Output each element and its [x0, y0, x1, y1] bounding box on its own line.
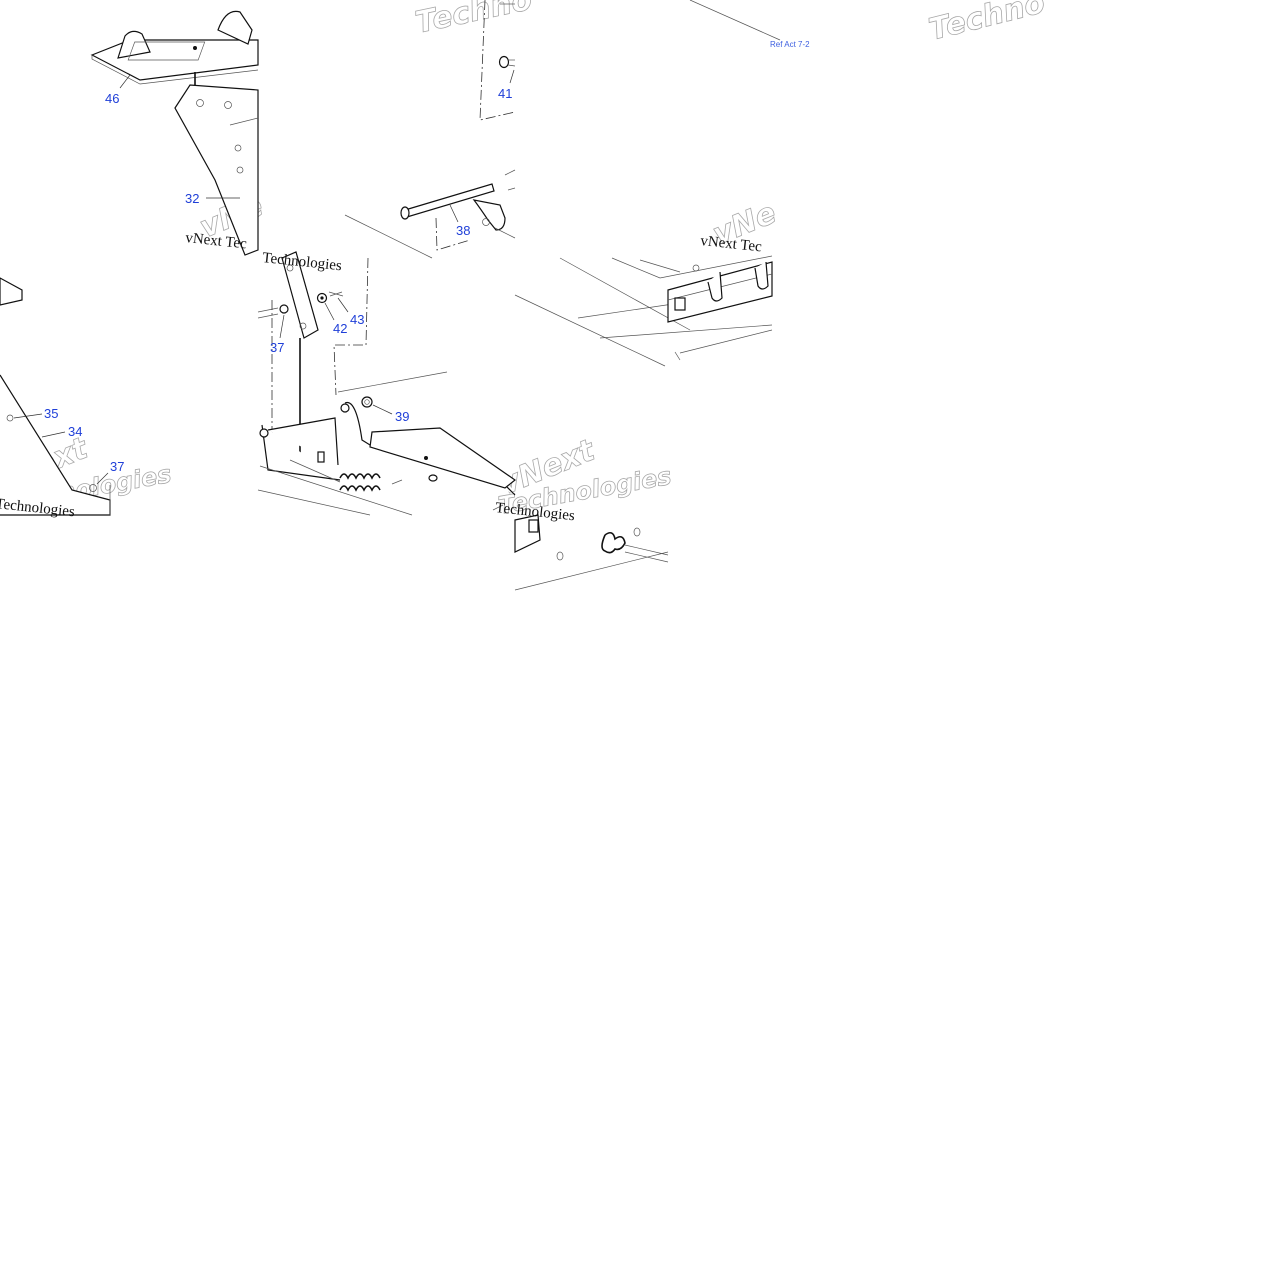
- cable-assembly: [492, 504, 669, 591]
- frame-line: [344, 214, 433, 259]
- frame-line: [494, 227, 516, 239]
- callout-42: 42: [333, 321, 347, 336]
- watermark-vnext-text: vNext Tec: [700, 233, 763, 255]
- frame-line: [689, 0, 781, 41]
- callout-37: 37: [270, 340, 284, 355]
- reference-outline: [479, 0, 516, 121]
- callout-38: 38: [456, 223, 470, 238]
- callout-41: 41: [498, 86, 512, 101]
- leader-lines: [13, 69, 515, 485]
- watermark-techno: Techno: [925, 0, 1048, 48]
- part-37-link-arm: [257, 251, 344, 339]
- callout-37: 37: [110, 459, 124, 474]
- lower-frame-assembly: [257, 371, 517, 516]
- callout-32: 32: [185, 191, 199, 206]
- callout-43: 43: [350, 312, 364, 327]
- callout-35: 35: [44, 406, 58, 421]
- callout-46: 46: [105, 91, 119, 106]
- watermark-techno: Techno: [412, 0, 535, 41]
- right-frame-housing: [514, 255, 773, 367]
- part-46-mounting-pad: [90, 10, 259, 85]
- callout-34: 34: [68, 424, 82, 439]
- callout-39: 39: [395, 409, 409, 424]
- part-38-pin: [400, 169, 516, 231]
- part-34-side-plate: [0, 277, 111, 516]
- part-41-stud: [498, 3, 516, 69]
- watermark-vnext-text: vNext Tec: [185, 230, 248, 252]
- watermark-technologies-text: Technologies: [262, 250, 343, 274]
- reference-label: Ref Act 7-2: [770, 40, 810, 49]
- reference-outline: [435, 217, 471, 251]
- part-32-bracket: [174, 84, 259, 256]
- reference-outline: [333, 257, 369, 396]
